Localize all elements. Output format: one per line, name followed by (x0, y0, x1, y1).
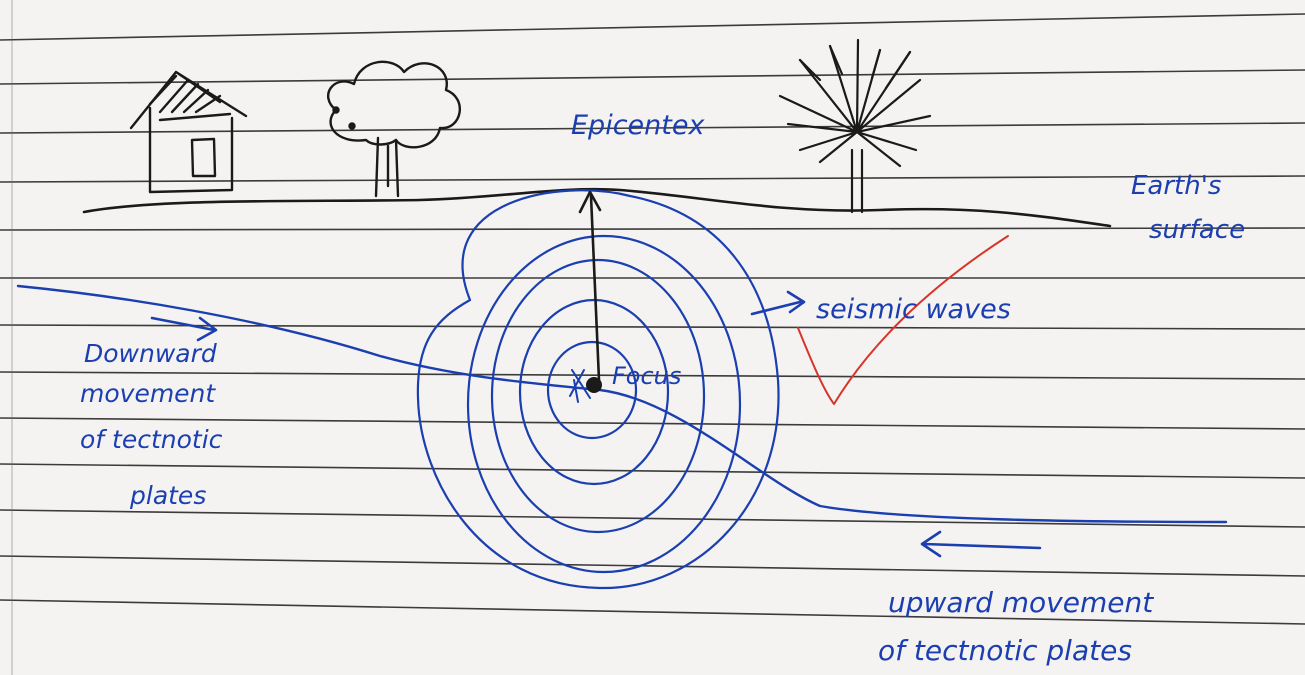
earth-surface-label-line2: surface (1149, 215, 1245, 245)
ruled-lines (0, 13, 1305, 625)
seismic-waves-arrow (750, 290, 806, 316)
seismic-wave-circles (416, 189, 780, 590)
upward-label-line1: upward movement (888, 586, 1154, 619)
palm-tree-icon (778, 38, 932, 214)
focus-point (569, 369, 602, 403)
seismic-waves-label: seismic waves (816, 294, 1011, 325)
fault-line (16, 284, 1228, 524)
upward-label-line2: of tectnotic plates (878, 634, 1132, 667)
downward-label-line1: Downward (84, 339, 217, 368)
downward-label-line3: of tectnotic (80, 425, 223, 454)
focus-to-epicenter-arrow (578, 190, 602, 382)
downward-movement-arrow (150, 316, 218, 342)
downward-label-line2: movement (80, 379, 216, 408)
epicenter-label: Epicentex (571, 110, 705, 141)
check-mark-icon (797, 235, 1009, 405)
tree-icon (327, 60, 461, 198)
earth-surface-line (82, 187, 1112, 228)
downward-label-line4: plates (129, 481, 206, 510)
focus-label: Focus (612, 362, 681, 390)
earth-surface-label-line1: Earth's (1131, 171, 1221, 201)
upward-movement-arrow (920, 530, 1042, 558)
house-icon (129, 70, 248, 194)
